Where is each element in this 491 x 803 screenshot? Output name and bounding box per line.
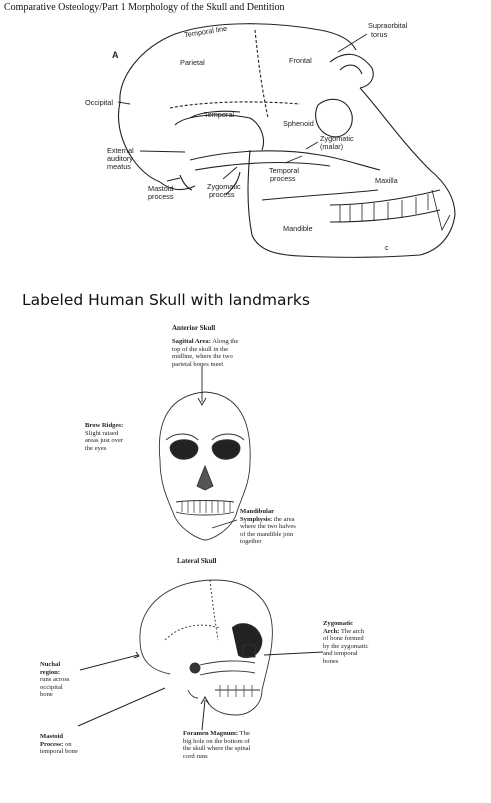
mastoid-note: Mastoid Process: on temporal bone xyxy=(40,733,110,756)
zygomatic-arch-term-1: Zygomatic xyxy=(323,620,354,627)
mandibular-term-2: Symphysis: xyxy=(240,515,273,523)
zygomatic-arch-line-2: of bone formed xyxy=(323,635,364,643)
foramen-line-1: The xyxy=(239,730,250,737)
sagittal-term: Sagittal Area: xyxy=(172,338,211,345)
zygomatic-arch-note: Zygomatic Arch: The arch of bone formed … xyxy=(323,620,403,666)
mandibular-term-1: Mandibular xyxy=(240,508,275,515)
nuchal-line-2: occipital xyxy=(40,683,63,691)
lateral-leader-lines xyxy=(77,651,324,731)
label-occipital: Occipital xyxy=(85,98,113,107)
label-frontal: Frontal xyxy=(289,56,312,65)
label-temporal-process-2: process xyxy=(270,174,296,183)
label-zygomatic-malar-1: Zygomatic xyxy=(320,134,354,143)
brow-line-2: areas just over xyxy=(85,437,124,445)
brow-note: Brow Ridges: Slight raised areas just ov… xyxy=(85,422,165,452)
foramen-line-2: big hole on the bottom of xyxy=(183,737,250,745)
sagittal-line-4: parietal bones meet xyxy=(172,360,224,368)
label-parietal: Parietal xyxy=(180,58,205,67)
section-title: Labeled Human Skull with landmarks xyxy=(22,291,310,309)
mastoid-line-2: temporal bone xyxy=(40,748,78,756)
mandibular-line-4: together xyxy=(240,538,262,546)
zygomatic-arch-line-5: bones xyxy=(323,657,339,665)
label-supraorbital-1: Supraorbital xyxy=(368,21,408,30)
foramen-term: Foramen Magnum: xyxy=(183,730,239,737)
zygomatic-arch-line-1: The arch xyxy=(340,627,365,635)
corner-letter: c xyxy=(385,243,389,252)
label-external-auditory-1: External xyxy=(107,146,134,155)
lateral-caption: Lateral Skull xyxy=(177,557,217,565)
nuchal-term-2: region: xyxy=(40,668,61,676)
ape-leader-lines xyxy=(117,33,368,182)
mastoid-term-2: Process: xyxy=(40,740,64,748)
ape-skull-drawing xyxy=(117,23,456,258)
foramen-line-4: cord runs xyxy=(183,752,208,760)
page-header: Comparative Osteology/Part 1 Morphology … xyxy=(4,2,285,13)
zygomatic-arch-line-3: by the zygomatic xyxy=(323,642,369,650)
label-mastoid-1: Mastoid xyxy=(148,184,174,193)
label-temporal-process-1: Temporal xyxy=(269,166,300,175)
nuchal-term-1: Nuchal xyxy=(40,661,61,668)
sagittal-line-3: midline, where the two xyxy=(172,353,233,361)
label-maxilla: Maxilla xyxy=(375,176,398,185)
anterior-skull-drawing xyxy=(158,366,251,541)
mastoid-line-1: on xyxy=(64,740,72,748)
foramen-note: Foramen Magnum: The big hole on the bott… xyxy=(183,730,283,760)
label-zygomatic-process-2: process xyxy=(209,190,235,199)
label-zygomatic-process-1: Zygomatic xyxy=(207,182,241,191)
label-sphenoid: Sphenoid xyxy=(283,119,314,128)
nuchal-note: Nuchal region: runs across occipital bon… xyxy=(40,661,100,699)
mandibular-line-3: of the mandible join xyxy=(240,530,294,538)
label-supraorbital-2: torus xyxy=(371,30,388,39)
panel-letter: A xyxy=(112,50,119,60)
label-mandible: Mandible xyxy=(283,224,313,233)
brow-line-3: the eyes xyxy=(85,444,107,452)
lateral-skull-drawing xyxy=(139,579,273,716)
zygomatic-arch-term-2: Arch: xyxy=(323,627,340,635)
label-mastoid-2: process xyxy=(148,192,174,201)
zygomatic-arch-line-4: and temporal xyxy=(323,650,358,658)
mandibular-line-1: the area xyxy=(273,515,295,523)
nuchal-line-1: runs across xyxy=(40,676,70,684)
label-temporal: Temporal xyxy=(204,110,235,119)
anterior-caption: Anterior Skull xyxy=(172,324,216,332)
label-external-auditory-3: meatus xyxy=(107,162,131,171)
label-external-auditory-2: auditory xyxy=(107,154,133,163)
mandibular-line-2: where the two halves xyxy=(240,523,296,531)
label-zygomatic-malar-2: (malar) xyxy=(320,142,344,151)
foramen-line-3: the skull where the spinal xyxy=(183,745,251,753)
sagittal-note: Sagittal Area: Along the top of the skul… xyxy=(172,338,272,368)
nuchal-line-3: bone xyxy=(40,691,53,699)
mastoid-term-1: Mastoid xyxy=(40,733,64,740)
mandibular-note: Mandibular Symphysis: the area where the… xyxy=(240,508,330,546)
sagittal-line-2: top of the skull in the xyxy=(172,345,229,353)
brow-line-1: Slight raised xyxy=(85,429,119,437)
brow-term: Brow Ridges: xyxy=(85,422,124,429)
sagittal-line-1: Along the xyxy=(212,338,239,345)
